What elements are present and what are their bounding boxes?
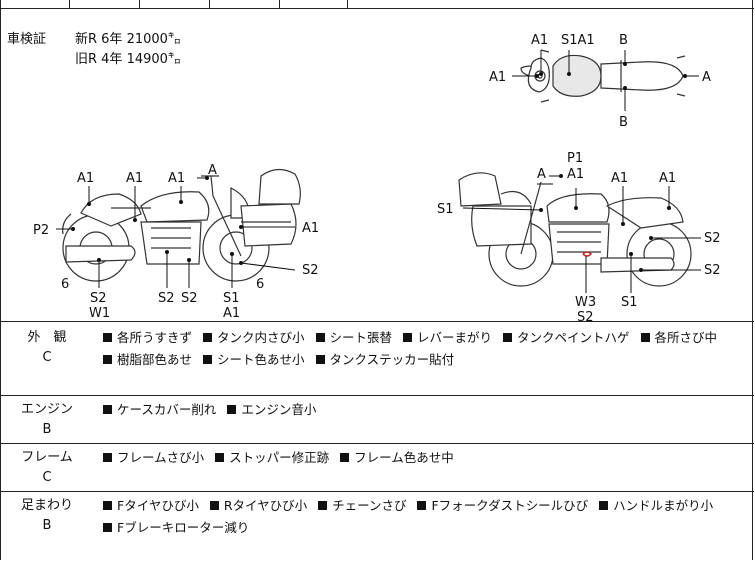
category-grade: B xyxy=(42,518,52,533)
label-left-a1-3: A1 xyxy=(168,171,185,186)
right-view-labels: P1 A A1 A1 A1 S1 S2 S2 W3 S2 S1 xyxy=(437,151,721,321)
right-view-marks xyxy=(582,251,593,257)
category-grade: C xyxy=(42,350,52,365)
list-item: レバーまがり xyxy=(403,330,492,345)
section-engine: エンジン B ケースカバー削れ エンジン音小 xyxy=(1,395,754,443)
list-item: フレーム色あせ中 xyxy=(340,450,454,465)
section-category: エンジン B xyxy=(7,400,87,440)
list-item: Fタイヤひび小 xyxy=(103,498,199,513)
label-left-a: A xyxy=(208,163,217,178)
diagram-area: 車検証 新R 6年 21000㌔ 旧R 4年 14900㌔ xyxy=(1,8,754,321)
label-left-s2-b: S2 xyxy=(90,291,107,306)
section-exterior: 外 観 C 各所うすきず タンク内さび小 シート張替 レバーまがり タンクペイン… xyxy=(1,321,754,395)
label-right-s1-b: S1 xyxy=(621,295,638,310)
section-category: 外 観 C xyxy=(7,328,87,368)
left-view-dots xyxy=(71,176,243,265)
left-view-labels: A1 A1 A1 A P2 A1 S2 6 S2 W1 S2 S2 S1 A1 … xyxy=(33,163,319,321)
label-right-a1-1: A1 xyxy=(567,167,584,182)
label-left-w1: W1 xyxy=(89,306,110,321)
label-left-6b: 6 xyxy=(256,277,264,292)
section-suspension: 足まわり B Fタイヤひび小 Rタイヤひび小 チェーンさび Fフォークダストシー… xyxy=(1,491,754,560)
label-right-s2-c: S2 xyxy=(577,310,594,321)
list-item: エンジン音小 xyxy=(227,402,316,417)
label-right-a1-3: A1 xyxy=(659,171,676,186)
list-item: タンクステッカー貼付 xyxy=(315,352,454,367)
registration-new: 新R 6年 21000㌔ xyxy=(75,32,181,47)
label-top-a1: A1 xyxy=(531,33,548,48)
list-item: タンクペイントハゲ xyxy=(503,330,630,345)
label-left-s2-d: S2 xyxy=(181,291,198,306)
top-view-leaders xyxy=(512,50,699,111)
label-left-s2-c: S2 xyxy=(158,291,175,306)
label-right-s2-a: S2 xyxy=(704,231,721,246)
category-grade: C xyxy=(42,470,52,485)
list-item: 各所さび中 xyxy=(640,330,717,345)
list-item: チェーンさび xyxy=(318,498,407,513)
label-right-w3: W3 xyxy=(575,295,596,310)
category-name: 足まわり xyxy=(20,498,73,513)
category-name: 外 観 xyxy=(27,330,67,345)
section-items: ケースカバー削れ エンジン音小 xyxy=(103,399,743,421)
motorcycle-right-view xyxy=(458,172,692,287)
section-category: 足まわり B xyxy=(7,496,87,536)
label-top-a: A xyxy=(702,70,711,85)
category-name: フレーム xyxy=(21,450,73,465)
label-top-a1-left: A1 xyxy=(489,70,506,85)
section-items: Fタイヤひび小 Rタイヤひび小 チェーンさび Fフォークダストシールひび ハンド… xyxy=(103,495,743,539)
registration-old: 旧R 4年 14900㌔ xyxy=(75,52,181,67)
list-item: ハンドルまがり小 xyxy=(599,498,713,513)
registration-label: 車検証 xyxy=(7,32,47,47)
label-left-p2: P2 xyxy=(33,223,49,238)
list-item: ケースカバー削れ xyxy=(103,402,216,417)
list-item: 樹脂部色あせ xyxy=(103,352,192,367)
label-left-s1: S1 xyxy=(223,291,240,306)
category-name: エンジン xyxy=(20,402,73,417)
list-item: Rタイヤひび小 xyxy=(209,498,307,513)
label-top-b-bottom: B xyxy=(619,115,628,130)
label-right-s1: S1 xyxy=(437,202,454,217)
right-view-dots xyxy=(539,174,671,272)
label-left-s2: S2 xyxy=(302,263,319,278)
list-item: 各所うすきず xyxy=(103,330,192,345)
list-item: Fフォークダストシールひび xyxy=(417,498,588,513)
motorcycle-diagrams: A1 S1A1 B A1 A B xyxy=(33,33,721,321)
top-view-dots xyxy=(535,62,687,90)
label-left-a1-4: A1 xyxy=(302,221,319,236)
section-items: フレームさび小 ストッパー修正跡 フレーム色あせ中 xyxy=(103,447,743,469)
top-strip xyxy=(1,0,754,9)
list-item: フレームさび小 xyxy=(103,450,204,465)
label-left-a1-2: A1 xyxy=(126,171,143,186)
label-left-a1-1: A1 xyxy=(77,171,94,186)
label-right-a: A xyxy=(537,167,546,182)
list-item: シート張替 xyxy=(315,330,392,345)
label-top-s1a1: S1A1 xyxy=(561,33,595,48)
label-top-b: B xyxy=(619,33,628,48)
label-right-p1: P1 xyxy=(567,151,583,166)
list-item: ストッパー修正跡 xyxy=(215,450,329,465)
left-view-leaders xyxy=(56,177,296,288)
list-item: シート色あせ小 xyxy=(203,352,305,367)
motorcycle-top-view xyxy=(520,49,686,103)
section-frame: フレーム C フレームさび小 ストッパー修正跡 フレーム色あせ中 xyxy=(1,443,754,491)
list-item: タンク内さび小 xyxy=(203,330,305,345)
category-grade: B xyxy=(42,422,52,437)
label-left-a1-5: A1 xyxy=(223,306,240,321)
section-category: フレーム C xyxy=(7,448,87,488)
list-item: Fブレーキローター減り xyxy=(103,520,249,535)
label-right-a1-2: A1 xyxy=(611,171,628,186)
label-right-s2-b: S2 xyxy=(704,263,721,278)
section-items: 各所うすきず タンク内さび小 シート張替 レバーまがり タンクペイントハゲ 各所… xyxy=(103,327,743,371)
top-view-labels: A1 S1A1 B A1 A B xyxy=(489,33,711,130)
label-left-6a: 6 xyxy=(61,277,69,292)
